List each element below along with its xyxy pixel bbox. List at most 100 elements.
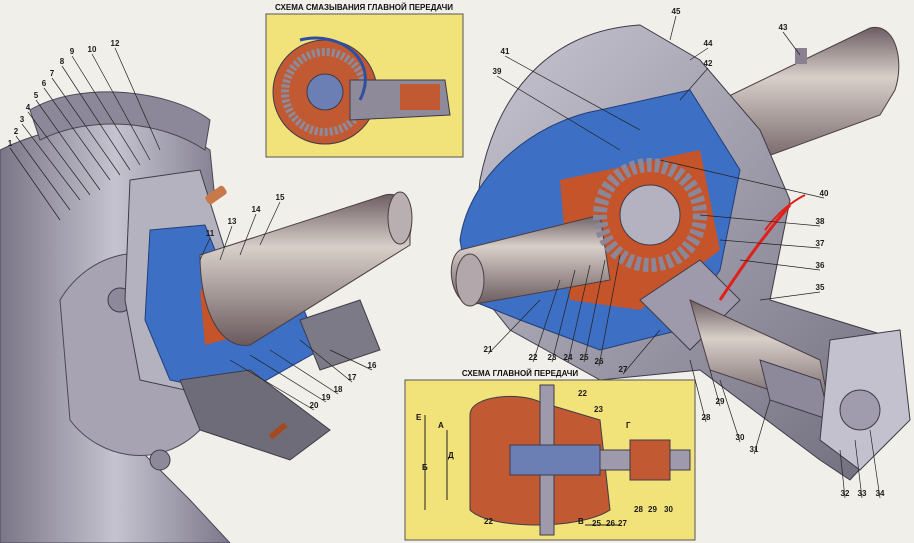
leader-line-19	[249, 354, 327, 403]
callout-32: 32	[841, 489, 850, 498]
callout-33: 33	[858, 489, 867, 498]
leader-line-7	[51, 77, 121, 176]
final-drive-inset-title: СХЕМА ГЛАВНОЙ ПЕРЕДАЧИ	[462, 369, 579, 378]
lubrication-inset: СХЕМА СМАЗЫВАНИЯ ГЛАВНОЙ ПЕРЕДАЧИ	[265, 3, 464, 158]
leader-line-14	[239, 213, 257, 256]
leader-line-20	[229, 359, 315, 411]
leader-line-38	[699, 214, 821, 227]
leader-line-28	[689, 359, 707, 423]
dimension-5: В	[578, 517, 584, 526]
leader-line-21	[487, 299, 541, 355]
leader-line-35	[759, 291, 821, 301]
leader-line-29	[709, 369, 721, 407]
callout-41: 41	[501, 47, 510, 56]
inset-callout-23: 23	[594, 405, 603, 414]
leader-line-43	[782, 31, 801, 56]
pinion-gear	[639, 259, 831, 421]
inset-callout-28: 28	[634, 505, 643, 514]
callout-3: 3	[20, 115, 25, 124]
callout-26: 26	[595, 357, 604, 366]
callout-13: 13	[228, 217, 237, 226]
leader-line-40	[659, 159, 825, 199]
leader-line-22	[532, 279, 561, 363]
dimension-2: Д	[448, 451, 454, 460]
inset-callout-26: 26	[606, 519, 615, 528]
callout-36: 36	[816, 261, 825, 270]
callout-17: 17	[348, 373, 357, 382]
inset-callout-30: 30	[664, 505, 673, 514]
callout-43: 43	[779, 23, 788, 32]
leader-line-17	[299, 339, 353, 383]
leader-line-12	[114, 47, 161, 151]
leader-line-34	[869, 429, 881, 499]
callout-14: 14	[252, 205, 261, 214]
leader-line-32	[839, 449, 846, 499]
leader-line-3	[21, 123, 81, 201]
lubrication-inset-title: СХЕМА СМАЗЫВАНИЯ ГЛАВНОЙ ПЕРЕДАЧИ	[275, 3, 453, 12]
callout-12: 12	[111, 39, 120, 48]
callout-20: 20	[310, 401, 319, 410]
callout-24: 24	[564, 353, 573, 362]
dimension-4: Г	[626, 421, 631, 430]
leader-line-26	[598, 254, 621, 367]
callout-8: 8	[60, 57, 65, 66]
callout-29: 29	[716, 397, 725, 406]
inset-callout-22: 22	[578, 389, 587, 398]
callout-22: 22	[529, 353, 538, 362]
callout-27: 27	[619, 365, 628, 374]
callout-38: 38	[816, 217, 825, 226]
callout-44: 44	[704, 39, 713, 48]
callout-1: 1	[8, 139, 13, 148]
leader-line-9	[71, 55, 141, 166]
callout-45: 45	[672, 7, 681, 16]
callout-25: 25	[580, 353, 589, 362]
callout-11: 11	[206, 229, 215, 238]
callout-4: 4	[26, 103, 31, 112]
leader-line-6	[43, 87, 111, 181]
callout-30: 30	[736, 433, 745, 442]
leader-line-4	[27, 111, 91, 196]
leader-line-11	[199, 237, 211, 261]
callout-21: 21	[484, 345, 493, 354]
leader-line-2	[15, 135, 71, 211]
callout-19: 19	[322, 393, 331, 402]
leader-line-8	[61, 65, 131, 171]
leader-line-37	[719, 239, 821, 249]
leader-line-25	[583, 259, 606, 363]
leader-line-10	[91, 53, 151, 161]
leader-line-16	[329, 349, 373, 371]
leader-line-44	[689, 47, 709, 61]
leader-line-1	[9, 147, 61, 221]
leader-line-15	[259, 201, 281, 246]
inset-callout-29: 29	[648, 505, 657, 514]
left-hub-assembly	[0, 91, 413, 543]
leader-line-27	[622, 329, 661, 375]
leader-line-39	[496, 75, 621, 151]
callout-31: 31	[750, 445, 759, 454]
callout-37: 37	[816, 239, 825, 248]
callout-2: 2	[14, 127, 19, 136]
dimension-1: А	[438, 421, 444, 430]
callout-34: 34	[876, 489, 885, 498]
callout-5: 5	[34, 91, 39, 100]
dimension-3: Б	[422, 463, 428, 472]
leader-line-18	[269, 349, 339, 395]
inset-callout-22: 22	[484, 517, 493, 526]
leader-line-31	[753, 399, 771, 455]
leader-line-41	[504, 55, 641, 131]
callout-39: 39	[493, 67, 502, 76]
inset-callout-27: 27	[618, 519, 627, 528]
callout-35: 35	[816, 283, 825, 292]
dimension-0: Е	[416, 413, 422, 422]
callout-23: 23	[548, 353, 557, 362]
leader-line-24	[567, 264, 591, 363]
callout-16: 16	[368, 361, 377, 370]
callout-28: 28	[702, 413, 711, 422]
leader-line-30	[719, 379, 741, 443]
callout-40: 40	[820, 189, 829, 198]
callout-7: 7	[50, 69, 55, 78]
